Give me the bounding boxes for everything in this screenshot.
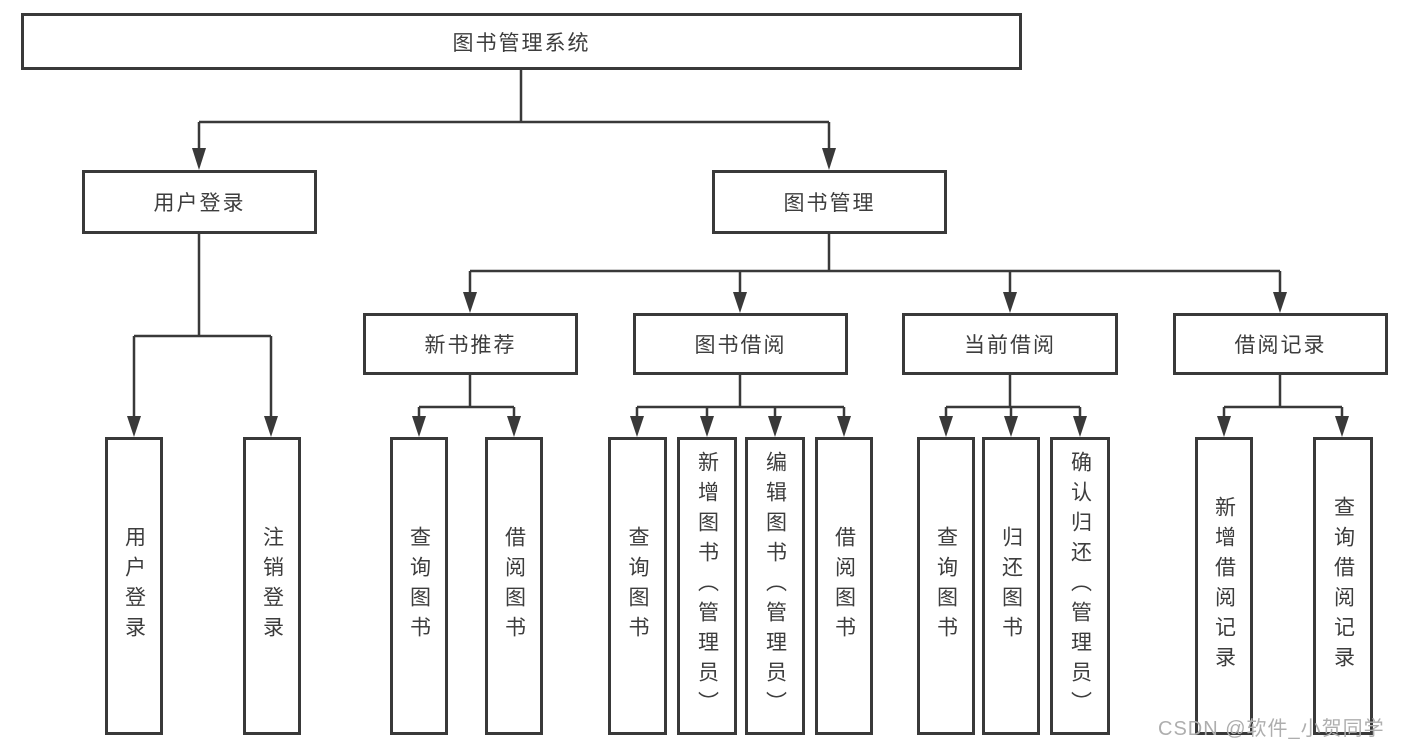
node-current-borrow: 当前借阅 [902, 313, 1118, 375]
node-root: 图书管理系统 [21, 13, 1022, 70]
leaf-borrow-books-borrow-label: 借阅图书 [832, 526, 856, 646]
leaf-user-login-label: 用户登录 [122, 526, 146, 646]
node-book-borrow-label: 图书借阅 [694, 334, 787, 357]
leaf-query-books-current: 查询图书 [917, 437, 975, 735]
leaf-confirm-return-admin: 确认归还（管理员） [1050, 437, 1110, 735]
leaf-query-books-borrow-label: 查询图书 [626, 526, 649, 646]
node-current-borrow-label: 当前借阅 [964, 334, 1056, 357]
leaf-add-book-admin-label: 新增图书（管理员） [695, 451, 719, 721]
leaf-query-books-recommend: 查询图书 [390, 437, 448, 735]
connector-newbooks-to-leaves [417, 375, 516, 418]
node-borrow-records: 借阅记录 [1173, 313, 1388, 375]
arrow-icon [1273, 292, 1287, 313]
node-book-management-label: 图书管理 [783, 192, 876, 215]
leaf-add-borrow-record-label: 新增借阅记录 [1212, 496, 1236, 676]
arrow-icon [733, 292, 747, 313]
leaf-edit-book-admin-label: 编辑图书（管理员） [763, 451, 787, 721]
node-new-book-recommend: 新书推荐 [363, 313, 578, 375]
arrow-icon [1004, 416, 1018, 437]
leaf-return-book: 归还图书 [982, 437, 1040, 735]
arrow-icon [822, 148, 836, 170]
arrow-icon [1217, 416, 1231, 437]
leaf-confirm-return-admin-label: 确认归还（管理员） [1068, 451, 1092, 721]
arrow-icon [463, 292, 477, 313]
arrow-icon [264, 416, 278, 437]
leaf-borrow-books-recommend: 借阅图书 [485, 437, 543, 735]
leaf-logout-label: 注销登录 [260, 526, 284, 646]
node-borrow-records-label: 借阅记录 [1234, 334, 1327, 357]
node-new-book-recommend-label: 新书推荐 [424, 334, 517, 357]
arrow-icon [1003, 292, 1017, 313]
arrowheads [127, 148, 1349, 437]
csdn-watermark: CSDN @软件_小贺同学 [1158, 718, 1385, 740]
node-book-borrow: 图书借阅 [633, 313, 848, 375]
arrow-icon [1073, 416, 1087, 437]
arrow-icon [630, 416, 644, 437]
connector-currentborrow-to-leaves [944, 375, 1082, 418]
connector-userlogin-to-leaves [132, 234, 273, 418]
leaf-borrow-books-recommend-label: 借阅图书 [502, 526, 526, 646]
connector-bookmgmt-to-level3 [468, 234, 1282, 294]
leaf-query-books-recommend-label: 查询图书 [407, 526, 431, 646]
leaf-logout: 注销登录 [243, 437, 301, 735]
leaf-user-login: 用户登录 [105, 437, 163, 735]
node-root-label: 图书管理系统 [452, 31, 591, 55]
leaf-query-books-current-label: 查询图书 [934, 526, 958, 646]
node-user-login: 用户登录 [82, 170, 317, 234]
arrow-icon [192, 148, 206, 170]
leaf-borrow-books-borrow: 借阅图书 [815, 437, 873, 735]
leaf-add-book-admin: 新增图书（管理员） [677, 437, 737, 735]
node-book-management: 图书管理 [712, 170, 947, 234]
connector-bookborrow-to-leaves [635, 375, 846, 418]
connector-root-to-level2 [197, 70, 831, 150]
leaf-query-books-borrow: 查询图书 [608, 437, 667, 735]
arrow-icon [768, 416, 782, 437]
connector-records-to-leaves [1222, 375, 1344, 418]
arrow-icon [1335, 416, 1349, 437]
arrow-icon [507, 416, 521, 437]
arrow-icon [939, 416, 953, 437]
leaf-edit-book-admin: 编辑图书（管理员） [745, 437, 805, 735]
arrow-icon [412, 416, 426, 437]
arrow-icon [127, 416, 141, 437]
leaf-return-book-label: 归还图书 [999, 526, 1023, 646]
node-user-login-label: 用户登录 [153, 192, 246, 215]
arrow-icon [837, 416, 851, 437]
leaf-add-borrow-record: 新增借阅记录 [1195, 437, 1253, 735]
leaf-query-borrow-record: 查询借阅记录 [1313, 437, 1373, 735]
arrow-icon [700, 416, 714, 437]
leaf-query-borrow-record-label: 查询借阅记录 [1331, 496, 1355, 676]
